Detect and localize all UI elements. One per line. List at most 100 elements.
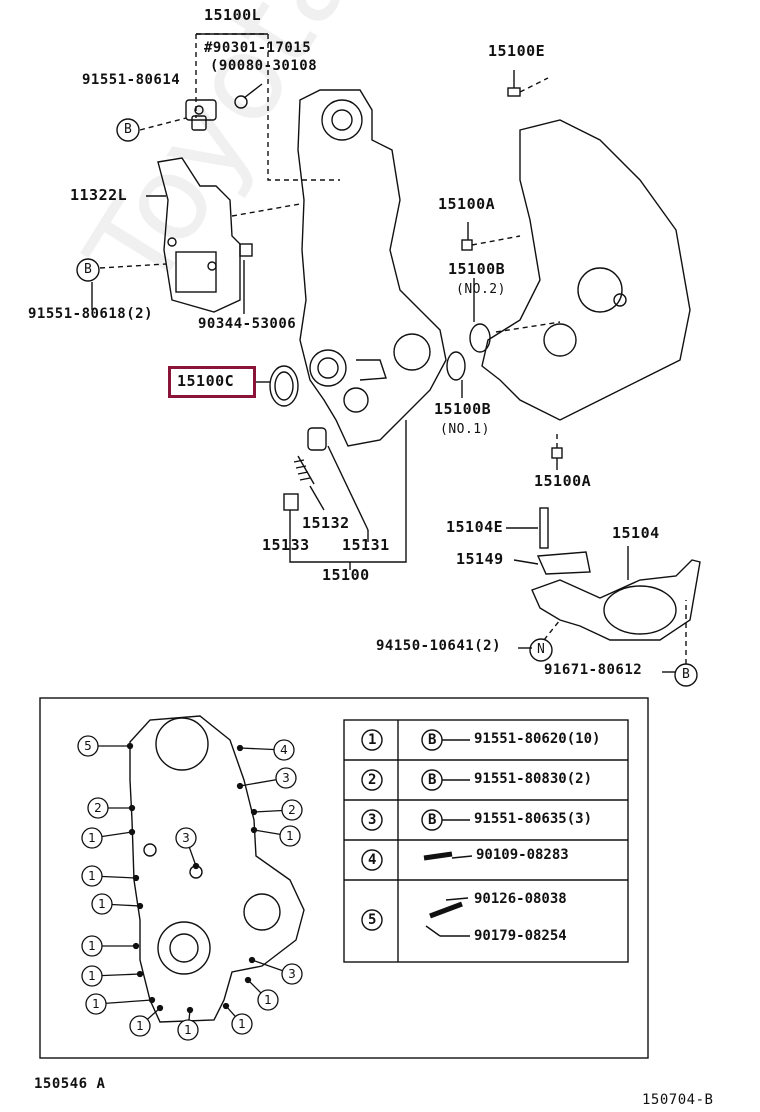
inset-callout-circle: [129, 1015, 151, 1037]
inset-bolt-dot: [244, 976, 252, 984]
table-row-2-part[interactable]: 91551-80830(2): [474, 771, 593, 787]
inset-bolt-dot: [192, 862, 200, 870]
dowel-pin-bottom: [551, 447, 563, 459]
label-90344-53006: 90344-53006: [198, 316, 297, 332]
inset-bolt-dot: [250, 808, 258, 816]
inset-callout-number: 1: [286, 829, 294, 843]
inset-callout-number: 2: [288, 803, 296, 817]
table-row-4-part[interactable]: 90109-08283: [476, 847, 569, 863]
inset-bolt-dot: [148, 996, 156, 1004]
inset-callout-circle: [81, 865, 103, 887]
inset-callout-number: 1: [88, 869, 96, 883]
label-15132: 15132: [302, 514, 350, 532]
label-91551-80618: 91551-80618(2): [28, 306, 154, 322]
circle-b-1: B: [124, 122, 133, 137]
label-15100B-no1: 15100B: [434, 400, 492, 418]
dowel-pin-top: [461, 239, 473, 251]
inset-bolt-dot: [136, 902, 144, 910]
table-row-3-mark: B: [428, 812, 437, 828]
label-15100E: 15100E: [488, 42, 546, 60]
timing-cover-part: [297, 89, 447, 447]
inset-callout-circle: [81, 965, 103, 987]
inset-callout-number: 2: [94, 801, 102, 815]
inset-callout-circle: [281, 799, 303, 821]
table-row-1-num: 1: [368, 732, 377, 748]
label-15131: 15131: [342, 536, 390, 554]
label-94150-10641: 94150-10641(2): [376, 638, 502, 654]
label-91551-80614: 91551-80614: [82, 72, 181, 88]
inset-callout-number: 1: [98, 897, 106, 911]
inset-callout-number: 3: [182, 831, 190, 845]
inset-callout-number: 1: [184, 1023, 192, 1037]
o-ring-no1: [446, 351, 466, 381]
inset-bolt-dot: [236, 782, 244, 790]
inset-callout-number: 1: [238, 1017, 246, 1031]
label-15104: 15104: [612, 524, 660, 542]
inset-callout-number: 3: [288, 967, 296, 981]
footer-left-code: 150546 A: [34, 1076, 106, 1092]
inset-callout-circle: [77, 735, 99, 757]
inset-frame: [39, 697, 649, 1059]
inset-callout-circle: [81, 935, 103, 957]
inset-callout-number: 1: [136, 1019, 144, 1033]
inset-bolt-dot: [250, 826, 258, 834]
inset-callout-circle: [231, 1013, 253, 1035]
inset-callout-number: 1: [88, 939, 96, 953]
inset-callout-number: 1: [264, 993, 272, 1007]
inset-callout-circle: [85, 993, 107, 1015]
highlight-box: [168, 366, 256, 398]
label-15100A-top: 15100A: [438, 195, 496, 213]
inset-bolt-dot: [132, 874, 140, 882]
inset-bolt-dot: [236, 744, 244, 752]
inset-callout-circle: [87, 797, 109, 819]
table-row-5-num: 5: [368, 912, 377, 928]
table-row-5-part-b[interactable]: 90179-08254: [474, 928, 567, 944]
label-15100A-bottom: 15100A: [534, 472, 592, 490]
inset-callout-number: 1: [92, 997, 100, 1011]
table-row-2-num: 2: [368, 772, 377, 788]
inset-callout-number: 1: [88, 831, 96, 845]
circle-n: N: [537, 642, 546, 657]
inset-bolt-dot: [156, 1004, 164, 1012]
inset-callout-number: 5: [84, 739, 92, 753]
oil-strainer-part: [531, 507, 701, 641]
inset-callout-circle: [81, 827, 103, 849]
label-15149: 15149: [456, 550, 504, 568]
inset-bolt-dot: [136, 970, 144, 978]
label-15133: 15133: [262, 536, 310, 554]
label-15100C[interactable]: 15100C: [177, 372, 235, 390]
label-15100L: 15100L: [204, 6, 262, 24]
relief-valve-part: [307, 427, 327, 451]
label-no1: (NO.1): [440, 422, 490, 437]
inset-callout-circle: [281, 963, 303, 985]
table-row-5-part-a[interactable]: 90126-08038: [474, 891, 567, 907]
inset-cover-outline: [129, 715, 305, 1023]
table-row-3-part[interactable]: 91551-80635(3): [474, 811, 593, 827]
footer-right-code: 150704-B: [642, 1092, 714, 1108]
label-90301-17015: #90301-17015: [204, 40, 312, 56]
table-row-2-mark: B: [428, 772, 437, 788]
inset-callout-circle: [279, 825, 301, 847]
inset-bolt-dot: [126, 742, 134, 750]
table-row-1-mark: B: [428, 732, 437, 748]
table-row-1-part[interactable]: 91551-80620(10): [474, 731, 601, 747]
inset-bolt-dot: [128, 804, 136, 812]
label-15100: 15100: [322, 566, 370, 584]
inset-bolt-dot: [248, 956, 256, 964]
inset-callout-circle: [275, 767, 297, 789]
circle-b-3: B: [682, 667, 691, 682]
inset-bolt-dot: [186, 1006, 194, 1014]
inset-callout-circle: [177, 1019, 199, 1041]
plug-part: [283, 493, 299, 511]
inset-bolt-dot: [222, 1002, 230, 1010]
circle-b-2: B: [84, 262, 93, 277]
inset-callout-circle: [273, 739, 295, 761]
inset-callout-circle: [257, 989, 279, 1011]
inset-bolt-dot: [128, 828, 136, 836]
o-ring-no2: [469, 323, 491, 353]
engine-block-outline: [481, 119, 691, 421]
label-11322L: 11322L: [70, 186, 128, 204]
bolt-table-grid: [343, 719, 629, 963]
inset-callout-number: 3: [282, 771, 290, 785]
